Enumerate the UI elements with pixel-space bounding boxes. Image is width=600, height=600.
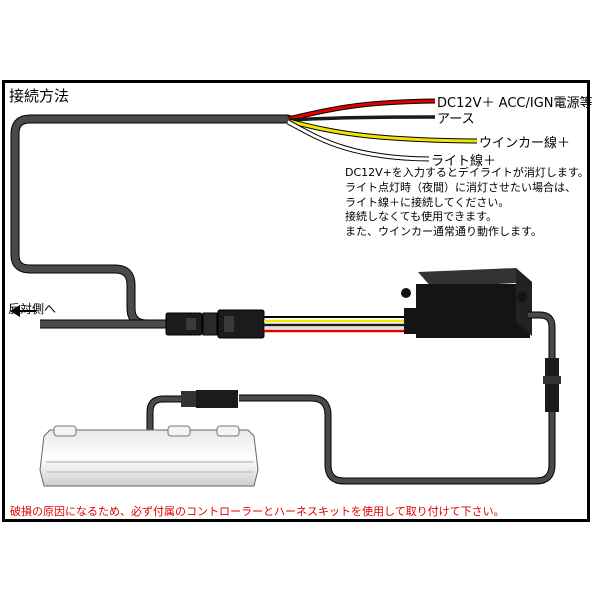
opposite-side-label: 反対側へ [8, 302, 57, 316]
wire-label-turn-signal: ウインカー線＋ [479, 136, 571, 151]
output-cable [239, 311, 561, 485]
lamp-connector [146, 390, 238, 430]
note-line: 接続しなくても使用できます。 [345, 210, 498, 224]
controller-box [401, 268, 532, 338]
led-lamp-bar [39, 425, 259, 487]
controller-wires [264, 316, 414, 333]
diagram-frame [2, 80, 590, 522]
usage-notes: DC12V+を入力するとデイライトが消灯します。 ライト点灯時（夜間）に消灯させ… [345, 166, 589, 240]
note-line: また、ウインカー通常通り動作します。 [345, 225, 542, 239]
note-line: DC12V+を入力するとデイライトが消灯します。 [345, 166, 589, 179]
wire-label-light: ライト線＋ [431, 154, 497, 169]
main-harness-cable [10, 114, 293, 329]
split-wires [286, 98, 478, 162]
note-line: ライト線＋に接続してください。 [345, 195, 510, 209]
diagram-title: 接続方法 [9, 87, 70, 105]
opposite-side-cable [10, 305, 168, 329]
harness-connector [165, 309, 265, 339]
wire-label-ground: アース [437, 112, 475, 127]
warning-text: 破損の原因になるため、必ず付属のコントローラーとハーネスキットを使用して取り付け… [10, 505, 505, 518]
wire-label-power: DC12V＋ ACC/IGN電源等 [437, 96, 593, 111]
note-line: ライト点灯時（夜間）に消灯させたい場合は、 [345, 180, 576, 194]
